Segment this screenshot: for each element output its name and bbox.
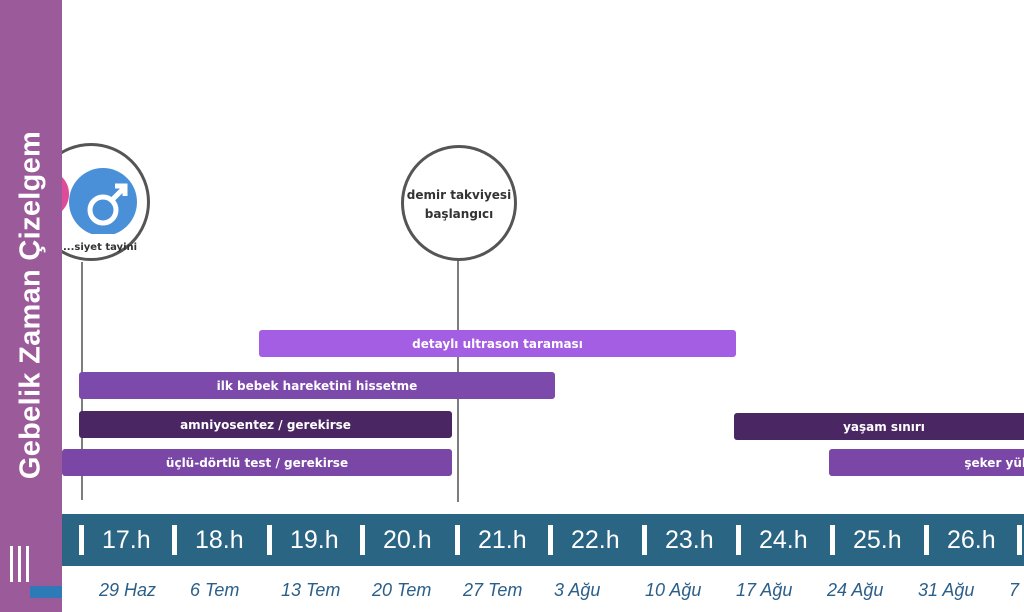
milestone-gender-label: ...siyet tayini [63,242,138,253]
date-label: 6 Tem [190,580,240,600]
date-label: 31 Ağu [918,580,975,600]
week-label[interactable]: 19.h [267,514,339,566]
date-label: 24 Ağu [827,580,884,600]
gender-symbols-icon [62,168,137,234]
bar-label: amniyosentez / gerekirse [180,417,351,432]
menu-icon[interactable] [10,546,36,582]
milestone-iron-label-line1: demir takviyesi [406,188,512,202]
week-label[interactable]: 24.h [736,514,808,566]
date-label: 7 [1009,580,1020,600]
date-label: 29 Haz [99,580,157,600]
week-label[interactable]: 26.h [924,514,996,566]
week-label[interactable]: 18.h [172,514,244,566]
week-label[interactable]: 25.h [830,514,902,566]
date-label: 10 Ağu [645,580,702,600]
bar-triple-quad-test[interactable]: üçlü-dörtlü test / gerekirse [62,449,452,476]
bar-label: üçlü-dörtlü test / gerekirse [165,455,349,470]
bar-label: ilk bebek hareketini hissetme [216,378,418,393]
bar-label: detaylı ultrason taraması [412,336,583,351]
bar-label: şeker yükl [964,455,1024,470]
milestone-iron[interactable]: demir takviyesi başlangıcı [401,145,517,261]
milestone-gender[interactable]: ...siyet tayini [62,143,150,261]
page-title: Gebelik Zaman Çizelgem [14,130,47,480]
bar-amniocentesis[interactable]: amniyosentez / gerekirse [79,411,452,438]
week-label[interactable]: 21.h [455,514,527,566]
date-label: 17 Ağu [736,580,793,600]
menu-indicator [30,586,62,598]
bar-viability-limit[interactable]: yaşam sınırı [734,413,1024,440]
week-band: 17.h 18.h 19.h 20.h 21.h 22.h 23.h 24.h … [62,514,1024,566]
bar-detailed-ultrasound[interactable]: detaylı ultrason taraması [259,330,736,357]
bar-first-movement[interactable]: ilk bebek hareketini hissetme [79,372,555,399]
date-label: 3 Ağu [554,580,601,600]
bar-glucose-load[interactable]: şeker yükl [829,449,1024,476]
date-label: 13 Tem [281,580,341,600]
week-label[interactable]: 20.h [360,514,432,566]
timeline[interactable]: ...siyet tayini demir takviyesi başlangı… [62,0,1024,612]
week-label[interactable]: 22.h [548,514,620,566]
bar-label: yaşam sınırı [843,419,925,434]
sidebar: Gebelik Zaman Çizelgem [0,0,62,612]
week-label[interactable]: 23.h [642,514,714,566]
date-label: 20 Tem [372,580,432,600]
week-label[interactable]: 17.h [79,514,151,566]
date-label: 27 Tem [463,580,523,600]
week-label [1017,514,1024,566]
milestone-iron-label-line2: başlangıcı [424,207,494,221]
